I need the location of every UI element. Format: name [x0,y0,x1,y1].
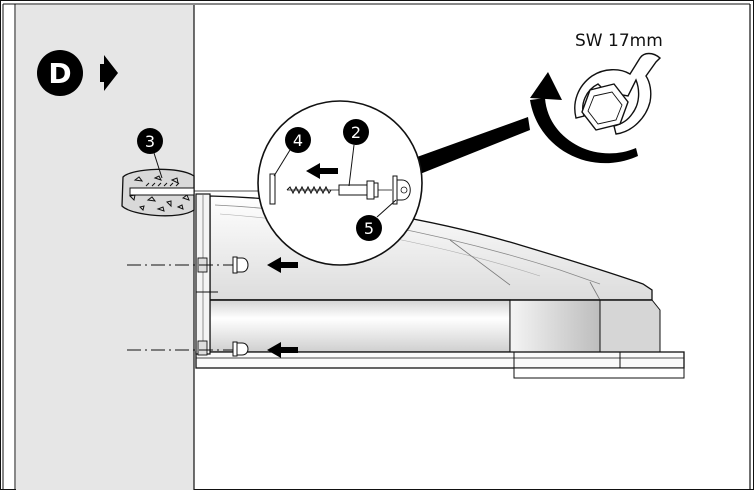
magnifier-callout-beam [392,117,530,182]
wrench-detail: SW 17mm [530,31,663,164]
left-arrow-icon [306,163,338,179]
right-triangle-icon [100,55,118,91]
wall-anchor: 3 [121,128,260,217]
wrench-size-label: SW 17mm [575,31,663,51]
left-arrow-icon [267,342,298,358]
washer [269,173,276,205]
detail-magnifier: 4 2 5 [257,100,530,266]
step-badge: D [37,50,118,96]
screw-shank [338,184,368,196]
part-number-washer: 4 [293,131,303,150]
left-arrow-icon [267,257,298,273]
housing-lower-body [209,299,511,353]
part-number-anchor: 3 [145,132,155,151]
part-number-screw: 2 [351,123,361,142]
clockwise-arrow-icon [530,98,638,164]
part-number-cap: 5 [364,219,374,238]
screw-head [366,180,375,200]
cover-cap [392,175,398,205]
cover-cap-lower [232,341,249,357]
housing [195,193,685,379]
step-letter: D [48,57,71,90]
cover-cap-upper [232,256,249,274]
housing-base-plate [195,351,685,369]
